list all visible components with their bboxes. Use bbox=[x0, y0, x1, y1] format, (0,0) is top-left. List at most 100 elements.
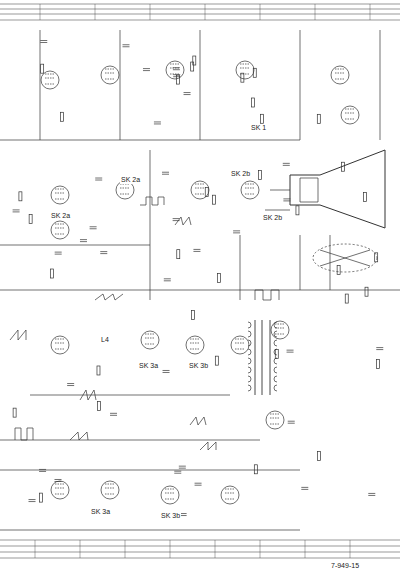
capacitor-symbol bbox=[233, 231, 240, 233]
resistor-symbol bbox=[259, 170, 262, 179]
tube-symbol bbox=[191, 181, 209, 199]
tube-label: SK 2b bbox=[262, 214, 283, 222]
tube-label: 7-949-15 bbox=[330, 562, 360, 570]
coil-winding bbox=[274, 385, 277, 391]
capacitor-symbol bbox=[193, 249, 200, 251]
tube-symbol bbox=[341, 106, 359, 124]
tube-symbol bbox=[141, 331, 159, 349]
capacitor-symbol bbox=[90, 227, 97, 229]
tube-symbol bbox=[51, 481, 69, 499]
tube-grid bbox=[195, 184, 205, 194]
capacitor-symbol bbox=[67, 384, 74, 386]
resistor-symbol bbox=[317, 452, 320, 461]
resistor-symbol bbox=[29, 215, 32, 224]
resistor-symbol bbox=[254, 465, 257, 474]
resistor-symbol bbox=[215, 356, 218, 365]
tube-grid bbox=[55, 484, 65, 494]
tube-grid bbox=[245, 184, 255, 194]
resistor-symbol bbox=[98, 402, 101, 411]
tube-grid bbox=[145, 334, 155, 344]
tube-grid bbox=[235, 339, 245, 349]
capacitor-symbol bbox=[143, 69, 150, 71]
tube-label: SK 3a bbox=[90, 508, 111, 516]
tube-grid bbox=[275, 324, 285, 334]
resistor-symbol bbox=[97, 366, 100, 375]
tube-symbol bbox=[51, 221, 69, 239]
resistor-symbol bbox=[275, 350, 278, 359]
resistor-symbol bbox=[345, 294, 348, 303]
tube-symbol bbox=[51, 186, 69, 204]
tube-label: SK 2a bbox=[120, 176, 141, 184]
resistor-symbol bbox=[39, 493, 42, 502]
resistor-symbol bbox=[13, 408, 16, 417]
coil-winding bbox=[274, 322, 277, 328]
coil-winding bbox=[248, 322, 251, 328]
coil-winding bbox=[274, 331, 277, 337]
capacitor-symbol bbox=[376, 348, 383, 350]
coil-winding bbox=[248, 376, 251, 382]
resistor-symbol bbox=[19, 192, 22, 201]
capacitor-symbol bbox=[164, 279, 171, 281]
tube-grid bbox=[55, 339, 65, 349]
resistor-symbol bbox=[337, 265, 340, 274]
resistor-symbol bbox=[61, 112, 64, 121]
tube-label: SK 3a bbox=[138, 362, 159, 370]
resistor-symbol bbox=[177, 250, 180, 259]
coil-winding bbox=[248, 331, 251, 337]
capacitor-symbol bbox=[39, 469, 46, 471]
capacitor-symbol bbox=[29, 500, 36, 502]
capacitor-symbol bbox=[122, 45, 129, 47]
tube-grid bbox=[55, 189, 65, 199]
resistor-symbol bbox=[205, 187, 208, 196]
resistor-symbol bbox=[253, 68, 256, 77]
capacitor-symbol bbox=[173, 75, 180, 77]
tube-label: SK 2b bbox=[230, 170, 251, 178]
resistor-symbol bbox=[363, 192, 366, 201]
resistor-symbol bbox=[241, 73, 244, 82]
tube-grid bbox=[345, 109, 355, 119]
tube-symbol bbox=[231, 336, 249, 354]
capacitor-symbol bbox=[173, 68, 180, 70]
tube-grid bbox=[240, 64, 250, 74]
resistor-symbol bbox=[376, 359, 379, 368]
capacitor-symbol bbox=[55, 252, 62, 254]
tube-label: SK 3b bbox=[188, 362, 209, 370]
tube-symbol bbox=[266, 411, 284, 429]
capacitor-symbol bbox=[301, 487, 308, 489]
capacitor-symbol bbox=[40, 41, 47, 43]
resistor-symbol bbox=[317, 114, 320, 123]
capacitor-symbol bbox=[287, 350, 294, 352]
tube-grid bbox=[120, 184, 130, 194]
coil-winding bbox=[248, 385, 251, 391]
capacitor-symbol bbox=[163, 370, 170, 372]
coil-winding bbox=[274, 367, 277, 373]
capacitor-symbol bbox=[283, 199, 290, 201]
tube-symbol bbox=[331, 66, 349, 84]
capacitor-symbol bbox=[55, 479, 62, 481]
tube-grid bbox=[190, 339, 200, 349]
capacitor-symbol bbox=[95, 178, 102, 180]
tube-grid bbox=[45, 74, 55, 84]
resistor-symbol bbox=[193, 56, 196, 65]
capacitor-symbol bbox=[154, 122, 161, 124]
capacitor-symbol bbox=[184, 93, 191, 95]
resistor-symbol bbox=[375, 253, 378, 262]
tube-grid bbox=[335, 69, 345, 79]
coil-winding bbox=[248, 340, 251, 346]
tube-symbol bbox=[166, 61, 184, 79]
capacitor-symbol bbox=[110, 413, 117, 415]
tube-grid bbox=[55, 224, 65, 234]
tube-symbol bbox=[241, 181, 259, 199]
tube-label: SK 1 bbox=[250, 124, 267, 132]
resistor-symbol bbox=[296, 206, 299, 215]
tube-symbol bbox=[271, 321, 289, 339]
tube-symbol bbox=[101, 481, 119, 499]
resistor-symbol bbox=[217, 274, 220, 283]
capacitor-symbol bbox=[100, 252, 107, 254]
resistor-symbol bbox=[342, 162, 345, 171]
resistor-symbol bbox=[365, 287, 368, 296]
capacitor-symbol bbox=[179, 466, 186, 468]
resistor-symbol bbox=[252, 98, 255, 107]
capacitor-symbol bbox=[174, 471, 181, 473]
